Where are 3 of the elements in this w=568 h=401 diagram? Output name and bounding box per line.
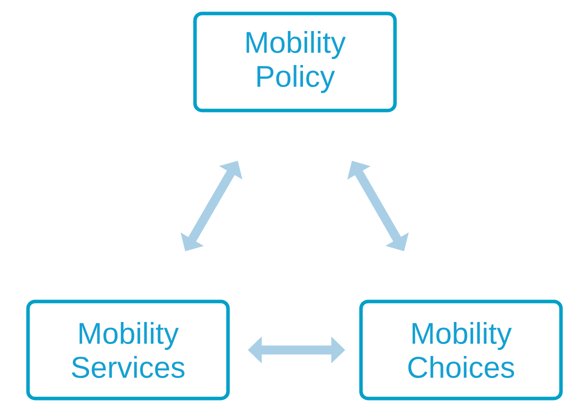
process-box: Mobility Choices bbox=[359, 300, 563, 400]
process-box: Mobility Services bbox=[26, 300, 230, 400]
process-box: Mobility Policy bbox=[193, 12, 397, 112]
